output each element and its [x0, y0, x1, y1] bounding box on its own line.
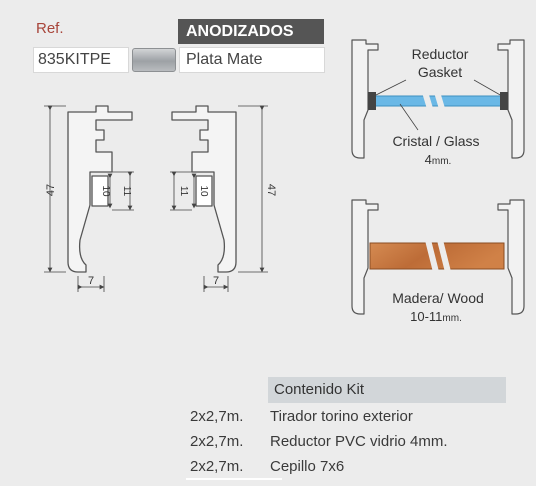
kit-item: 2x2,7m. Cepillo 7x6: [190, 457, 344, 477]
height-dim-left: 47: [45, 184, 57, 196]
gasket-label-1: Reductor: [412, 46, 469, 62]
kit-item-qty: 2x2,7m.: [190, 458, 244, 475]
kit-contents-header: Contenido Kit: [268, 377, 506, 403]
wood-thickness-unit: mm.: [442, 313, 461, 324]
kit-item: 2x2,7m. Reductor PVC vidrio 4mm.: [190, 432, 448, 452]
kit-item-desc: Tirador torino exterior: [270, 408, 413, 425]
kit-item-desc: Cepillo 7x6: [270, 458, 345, 475]
kit-item: 2x2,7m. Tirador torino exterior: [190, 407, 413, 427]
width-dim-right: 7: [213, 275, 219, 287]
finish-category-header: ANODIZADOS: [178, 19, 324, 44]
finish-color-swatch: [132, 48, 176, 72]
ref-label: Ref.: [36, 20, 64, 37]
slot-outer-dim-right: 11: [178, 186, 189, 197]
width-dim-left: 7: [88, 275, 94, 287]
wood-assembly-diagram: [351, 199, 525, 315]
slot-inner-dim-left: 10: [100, 185, 111, 197]
glass-label: Cristal / Glass: [392, 133, 479, 149]
slot-inner-dim-right: 10: [198, 185, 209, 197]
wood-thickness: 10-11mm.: [410, 309, 462, 324]
glass-thickness: 4mm.: [425, 152, 452, 167]
gasket-label-2: Gasket: [418, 64, 462, 80]
wood-thickness-value: 10-11: [410, 309, 442, 324]
product-code: 835KITPE: [33, 47, 129, 73]
glass-assembly-diagram: [351, 39, 525, 159]
finish-name: Plata Mate: [179, 47, 325, 73]
kit-item-desc: Reductor PVC vidrio 4mm.: [270, 433, 448, 450]
product-code-row: 835KITPE Plata Mate: [33, 47, 325, 73]
kit-item-qty: 2x2,7m.: [190, 433, 244, 450]
height-dim-right: 47: [265, 184, 277, 196]
divider: [186, 478, 282, 480]
glass-thickness-unit: mm.: [432, 156, 451, 167]
wood-label: Madera/ Wood: [392, 290, 484, 306]
kit-item-qty: 2x2,7m.: [190, 408, 244, 425]
slot-outer-dim-left: 11: [121, 186, 132, 197]
glass-thickness-value: 4: [425, 152, 432, 167]
